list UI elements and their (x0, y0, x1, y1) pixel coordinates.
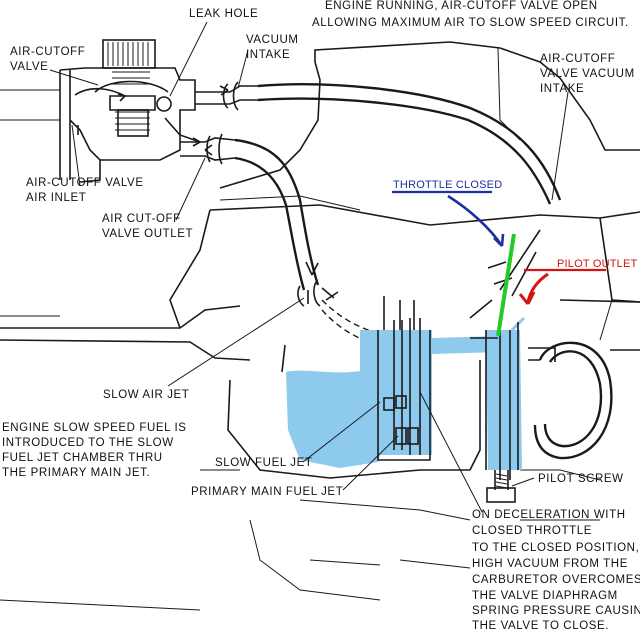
label-throttle-closed: THROTTLE CLOSED (393, 179, 502, 191)
label-slow-fuel-jet: SLOW FUEL JET (215, 457, 312, 469)
label-deceleration-line3: TO THE CLOSED POSITION, (472, 542, 639, 554)
label-pilot-outlet: PILOT OUTLET (557, 258, 638, 270)
label-deceleration-line1: ON DECELERATION WITH (472, 509, 626, 521)
fuel-areas (286, 316, 526, 470)
throttle-closed-annotation (392, 190, 505, 247)
label-primary-main-fuel-jet: PRIMARY MAIN FUEL JET (191, 486, 343, 498)
throttle-plate (496, 233, 516, 337)
label-engine-running-line1: ENGINE RUNNING, AIR-CUTOFF VALVE OPEN (325, 0, 598, 12)
label-valve-outlet-line2: VALVE OUTLET (102, 228, 193, 240)
air-cutoff-valve-assembly (0, 39, 260, 183)
label-engine-slow-fuel-line3: FUEL JET CHAMBER THRU (2, 452, 163, 464)
pilot-hose-loop (528, 341, 613, 460)
leader-lines (49, 21, 569, 513)
label-slow-air-jet: SLOW AIR JET (103, 389, 189, 401)
label-cutoff-vacuum-intake-line2: VALVE VACUUM (540, 68, 635, 80)
label-air-cutoff-valve-line2: VALVE (10, 61, 48, 73)
label-valve-outlet-line1: AIR CUT-OFF (102, 213, 181, 225)
label-cutoff-vacuum-intake-line1: AIR-CUTOFF (540, 53, 615, 65)
label-air-inlet-line2: AIR INLET (26, 192, 86, 204)
fuel-jets (377, 229, 541, 503)
label-air-cutoff-valve-line1: AIR-CUTOFF (10, 46, 85, 58)
carburetor-body-outline (0, 41, 640, 611)
label-engine-running-line2: ALLOWING MAXIMUM AIR TO SLOW SPEED CIRCU… (312, 17, 629, 29)
label-leak-hole: LEAK HOLE (189, 8, 258, 20)
label-vacuum-intake-line1: VACUUM (246, 34, 299, 46)
pilot-outlet-annotation (518, 268, 606, 305)
vacuum-hoses (204, 83, 562, 352)
label-air-inlet-line1: AIR-CUTOFF VALVE (26, 177, 144, 189)
label-cutoff-vacuum-intake-line3: INTAKE (540, 83, 584, 95)
label-deceleration-line4: HIGH VACUUM FROM THE (472, 558, 628, 570)
label-deceleration-line6: THE VALVE DIAPHRAGM (472, 590, 618, 602)
label-engine-slow-fuel-line4: THE PRIMARY MAIN JET. (2, 467, 150, 479)
label-engine-slow-fuel-line2: INTRODUCED TO THE SLOW (2, 437, 174, 449)
label-engine-slow-fuel-line1: ENGINE SLOW SPEED FUEL IS (2, 422, 187, 434)
label-deceleration-line8: THE VALVE TO CLOSE. (472, 620, 609, 632)
label-deceleration-line5: CARBURETOR OVERCOMES (472, 574, 640, 586)
label-pilot-screw: PILOT SCREW (538, 473, 624, 485)
label-vacuum-intake-line2: INTAKE (246, 49, 290, 61)
label-deceleration-line2: CLOSED THROTTLE (472, 525, 592, 537)
label-deceleration-line7: SPRING PRESSURE CAUSING (472, 605, 640, 617)
